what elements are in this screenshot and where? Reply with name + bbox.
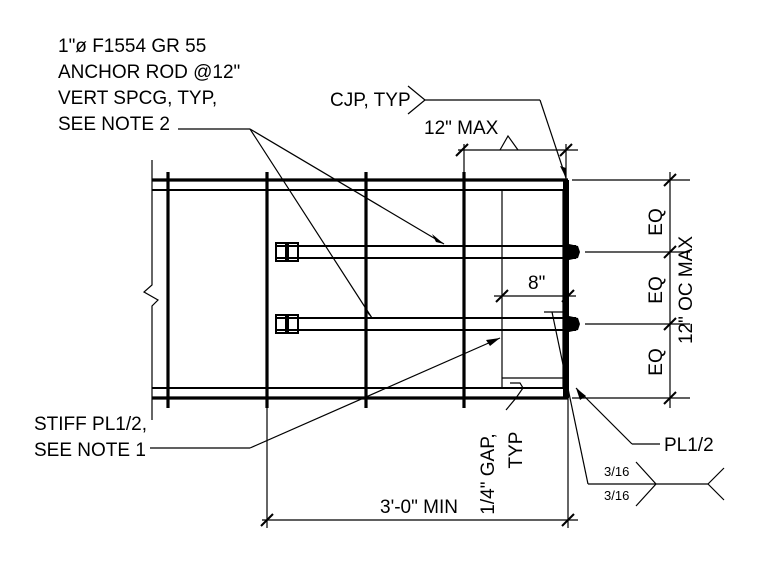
eight-label: 8" <box>528 273 545 294</box>
pl-leader <box>575 387 660 445</box>
end-plate <box>563 180 569 398</box>
eq-dimension <box>572 172 690 408</box>
anchor-rod-leaders <box>178 128 445 319</box>
stiff-label-1: STIFF PL1/2, <box>34 414 147 435</box>
stiff-label-2: SEE NOTE 1 <box>34 440 146 461</box>
eq-label-3: EQ <box>646 348 667 375</box>
weld-bot-label: 3/16 <box>604 488 629 503</box>
anchor-rod-label-3: VERT SPCG, TYP, <box>58 88 217 109</box>
anchor-rod-label-2: ANCHOR ROD @12" <box>58 62 240 83</box>
anchor-rod-label-1: 1"ø F1554 GR 55 <box>58 36 206 57</box>
eq-label-2: EQ <box>646 276 667 303</box>
weld-top-label: 3/16 <box>604 464 629 479</box>
cjp-leader <box>407 85 567 179</box>
max12-label: 12" MAX <box>424 118 499 139</box>
weld-symbol <box>551 311 725 507</box>
stiff-leader <box>150 337 501 449</box>
anchor-rod-lower <box>275 314 580 334</box>
min-label: 3'-0" MIN <box>380 497 458 518</box>
min-dimension <box>260 398 578 528</box>
gap-label-1: 1/4" GAP, <box>478 433 499 514</box>
max12-dimension <box>455 134 578 180</box>
oc-max-label: 12" OC MAX <box>676 236 697 344</box>
pl-label: PL1/2 <box>664 435 714 456</box>
eq-label-1: EQ <box>646 208 667 235</box>
beam-top-flange <box>152 178 568 191</box>
beam-bottom-flange <box>152 387 568 400</box>
anchor-rod-label-4: SEE NOTE 2 <box>58 114 170 135</box>
gap-label-2: TYP <box>506 432 527 469</box>
stiffener-plate <box>501 189 564 389</box>
break-line <box>142 160 159 420</box>
gap-leader <box>505 382 524 411</box>
eight-dimension <box>494 289 576 303</box>
vertical-bars <box>166 172 466 408</box>
cjp-label: CJP, TYP <box>330 90 411 111</box>
anchor-rod-upper <box>275 242 580 262</box>
